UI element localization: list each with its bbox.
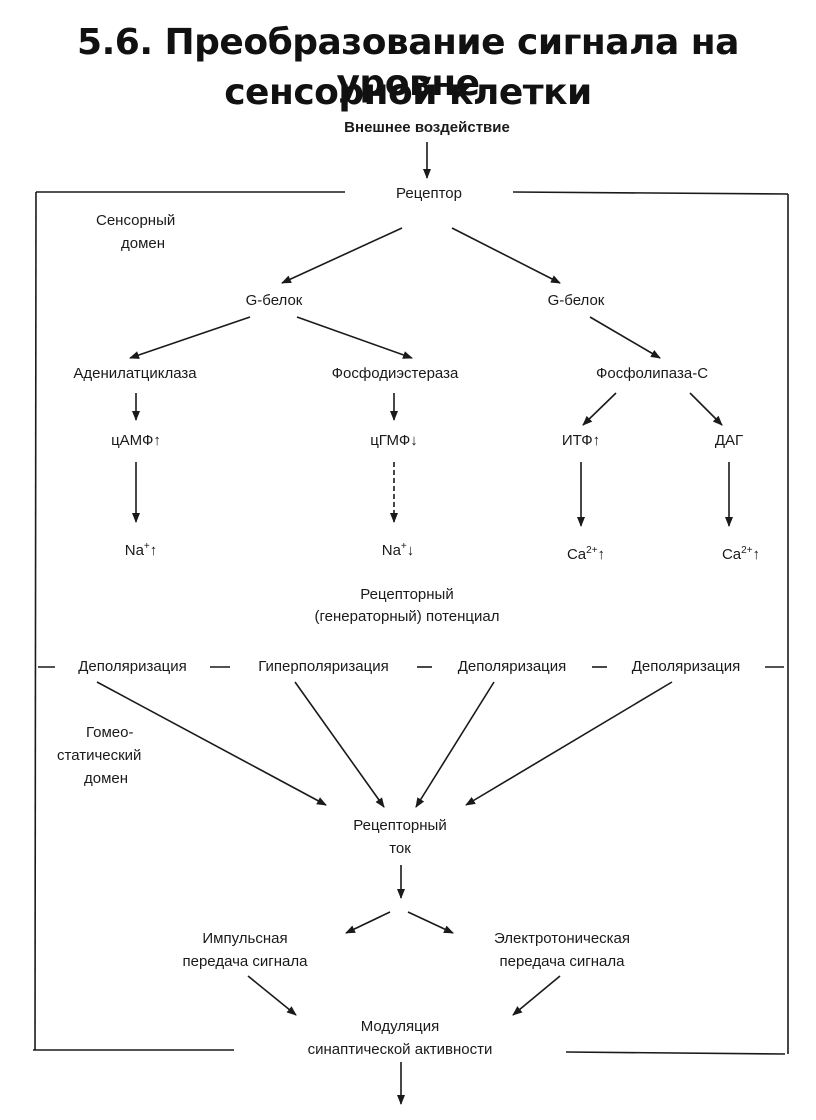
node-na-increase: Na+↑ bbox=[106, 536, 176, 561]
na-symbol: Na bbox=[124, 542, 144, 559]
arrow-up-icon: ↑ bbox=[597, 546, 606, 563]
arrow-plc-itf bbox=[582, 392, 617, 426]
node-itf: ИТФ↑ bbox=[561, 432, 601, 449]
node-electrotonic-transmission-2: передача сигнала bbox=[499, 953, 625, 970]
arrow-gleft-adenylate bbox=[129, 316, 251, 359]
na-charge: + bbox=[400, 541, 407, 552]
node-camp: цАМФ↑ bbox=[111, 432, 161, 449]
arrow-down-icon: ↓ bbox=[406, 542, 415, 559]
arrow-up-icon: ↑ bbox=[149, 542, 158, 559]
frame-top-right bbox=[512, 191, 789, 195]
label-homeostatic-domain-1: Гомео- bbox=[86, 724, 134, 741]
node-modulation-2: синаптической активности bbox=[307, 1041, 493, 1058]
node-depolarization-3: Деполяризация bbox=[631, 658, 741, 675]
node-depolarization-2: Деполяризация bbox=[457, 658, 567, 675]
label-sensory-domain-1: Сенсорный bbox=[96, 212, 176, 229]
arrow-gright-plc bbox=[589, 316, 661, 359]
arrow-depol3-current bbox=[465, 681, 673, 806]
arrow-up-icon: ↑ bbox=[752, 546, 761, 563]
label-sensory-domain-2: домен bbox=[121, 235, 166, 252]
arrow-depol2-current bbox=[415, 681, 495, 808]
arrow-plc-dag bbox=[689, 392, 723, 426]
ca-symbol: Ca bbox=[566, 546, 587, 563]
node-g-protein-left: G-белок bbox=[245, 292, 303, 309]
label-homeostatic-domain-2: статический bbox=[57, 747, 142, 764]
node-cgmp: цГМФ↓ bbox=[370, 432, 418, 449]
node-impulse-transmission-1: Импульсная bbox=[202, 930, 288, 947]
arrow-depol1-current bbox=[96, 681, 327, 806]
ca-charge: 2+ bbox=[741, 545, 753, 556]
frame-left bbox=[34, 191, 37, 1051]
arrow-split-electrotonic bbox=[407, 911, 454, 934]
label-homeostatic-domain-3: домен bbox=[84, 770, 129, 787]
node-receptor-potential-2: (генераторный) потенциал bbox=[314, 608, 500, 625]
node-receptor: Рецептор bbox=[396, 185, 462, 202]
diagram-title-line-1: 5.6. Преобразование сигнала на уровне bbox=[77, 22, 739, 104]
node-impulse-transmission-2: передача сигнала bbox=[182, 953, 308, 970]
arrow-split-impulse bbox=[345, 911, 391, 934]
node-external-stimulus: Внешнее воздействие bbox=[344, 119, 510, 136]
node-hyperpolarization: Гиперполяризация bbox=[258, 658, 389, 675]
arrow-electrotonic-modulation bbox=[512, 975, 561, 1016]
node-na-decrease: Na+↓ bbox=[363, 536, 433, 561]
ca-charge: 2+ bbox=[586, 545, 598, 556]
arrow-impulse-modulation bbox=[247, 975, 297, 1016]
arrow-receptor-gleft bbox=[281, 227, 403, 284]
ca-symbol: Ca bbox=[721, 546, 742, 563]
node-receptor-current-1: Рецепторный bbox=[353, 817, 447, 834]
node-modulation-1: Модуляция bbox=[360, 1018, 440, 1035]
node-receptor-current-2: ток bbox=[389, 840, 411, 857]
node-depolarization-1: Деполяризация bbox=[78, 658, 187, 675]
diagram-title-line-2: сенсорной клетки bbox=[224, 72, 592, 113]
frame-bottom-right bbox=[565, 1051, 786, 1055]
arrow-gleft-pde bbox=[296, 316, 413, 359]
na-charge: + bbox=[143, 541, 150, 552]
node-ca-increase-2: Ca2+↑ bbox=[703, 540, 779, 565]
node-phosphodiesterase: Фосфодиэстераза bbox=[331, 365, 459, 382]
node-g-protein-right: G-белок bbox=[547, 292, 605, 309]
node-ca-increase-1: Ca2+↑ bbox=[548, 540, 624, 565]
na-symbol: Na bbox=[381, 542, 401, 559]
node-phospholipase-c: Фосфолипаза-С bbox=[595, 365, 709, 382]
node-receptor-potential-1: Рецепторный bbox=[360, 586, 454, 603]
node-dag: ДАГ bbox=[714, 432, 744, 449]
arrow-receptor-gright bbox=[451, 227, 561, 284]
arrow-hyperpol-current bbox=[294, 681, 385, 808]
node-electrotonic-transmission-1: Электротоническая bbox=[493, 930, 631, 947]
node-adenylate-cyclase: Аденилатциклаза bbox=[73, 365, 197, 382]
